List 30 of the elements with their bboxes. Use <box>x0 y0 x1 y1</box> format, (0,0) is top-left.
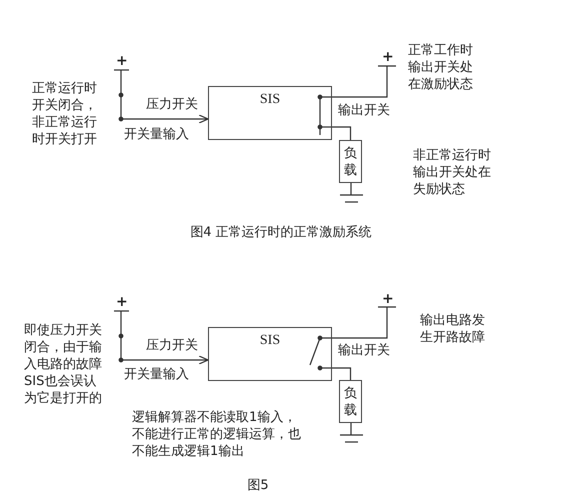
wire <box>332 126 352 140</box>
plus-sign: + <box>116 53 128 70</box>
edge-label: 开关量输入 <box>124 126 189 143</box>
note-text: 非正常运行时输出开关处在失励状态 <box>413 147 492 198</box>
note-text: 正常运行时开关闭合，非正常运行时开关打开 <box>32 80 98 148</box>
load-box <box>339 380 362 423</box>
plus-sign: + <box>116 294 128 311</box>
figure-caption: 图5 <box>247 477 269 494</box>
edge-label: 开关量输入 <box>124 366 189 383</box>
arrow <box>121 355 209 365</box>
switch-label: 压力开关 <box>146 96 198 113</box>
wire <box>332 367 352 380</box>
load-label: 负载 <box>343 145 358 179</box>
note-text: 输出电路发生开路故障 <box>420 312 486 346</box>
plus-sign: + <box>382 49 394 66</box>
arrow <box>121 114 209 124</box>
switch-label: 输出开关 <box>338 342 390 359</box>
switch-label: 压力开关 <box>146 337 198 354</box>
box-label: SIS <box>258 332 282 349</box>
note-text: 即使压力开关闭合，由于输入电路的故障SIS也会误认为它是打开的 <box>24 322 103 407</box>
figure-caption: 图4 正常运行时的正常激励系统 <box>190 224 372 241</box>
controller-box <box>208 86 332 140</box>
load-label: 负载 <box>343 385 358 419</box>
box-label: SIS <box>258 91 282 108</box>
plus-sign: + <box>382 291 394 308</box>
load-box <box>339 140 362 183</box>
switch-label: 输出开关 <box>338 102 390 119</box>
note-text: 逻辑解算器不能读取1输入，不能进行正常的逻辑运算，也不能生成逻辑1输出 <box>132 409 302 460</box>
controller-box <box>208 327 332 381</box>
note-text: 正常工作时输出开关处在激励状态 <box>408 42 474 93</box>
